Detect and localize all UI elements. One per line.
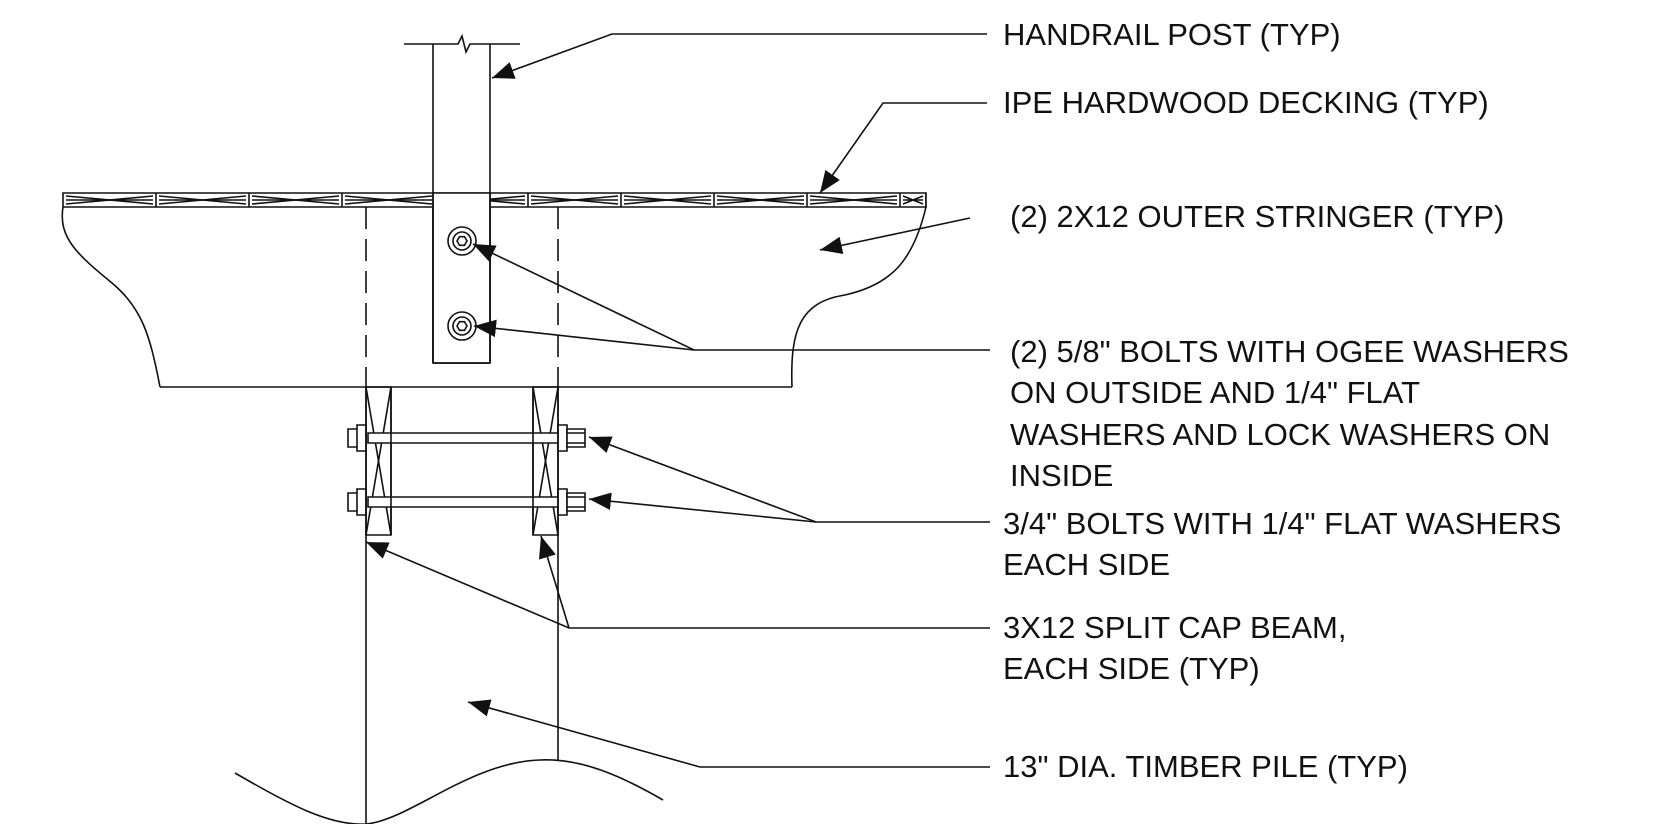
timber-pile [235,535,663,824]
outer-stringer [62,207,926,387]
cap-beam-left [366,387,391,535]
callout-line: ON OUTSIDE AND 1/4" FLAT [1010,375,1420,410]
leader-lines [366,34,990,767]
callout-line: EACH SIDE [1003,547,1170,582]
callout-line: (2) 5/8" BOLTS WITH OGEE WASHERS [1010,334,1569,369]
cap-beam-right [533,387,558,535]
callout-timber-pile: 13" DIA. TIMBER PILE (TYP) [1003,749,1408,784]
callout-five-eighths-bolts: (2) 5/8" BOLTS WITH OGEE WASHERS ON OUTS… [1010,334,1569,493]
callout-line: (2) 2X12 OUTER STRINGER (TYP) [1010,199,1504,234]
callout-handrail-post: HANDRAIL POST (TYP) [1003,17,1341,52]
callout-line: 3X12 SPLIT CAP BEAM, [1003,610,1346,645]
callout-line: EACH SIDE (TYP) [1003,651,1260,686]
callout-three-quarter-bolts: 3/4" BOLTS WITH 1/4" FLAT WASHERS EACH S… [1003,506,1561,582]
cap-beam-edges [366,387,558,535]
callout-line: HANDRAIL POST (TYP) [1003,17,1341,52]
handrail-post-front [433,193,490,363]
five-eighths-bolt-upper [448,227,476,255]
callout-line: 3/4" BOLTS WITH 1/4" FLAT WASHERS [1003,506,1561,541]
callout-line: INSIDE [1010,458,1113,493]
callout-stringer: (2) 2X12 OUTER STRINGER (TYP) [1010,199,1504,234]
three-quarter-bolt-lower [348,489,585,515]
callout-cap-beam: 3X12 SPLIT CAP BEAM, EACH SIDE (TYP) [1003,610,1346,686]
callout-line: 13" DIA. TIMBER PILE (TYP) [1003,749,1408,784]
callout-decking: IPE HARDWOOD DECKING (TYP) [1003,85,1489,120]
ipe-decking [63,193,926,207]
callout-line: IPE HARDWOOD DECKING (TYP) [1003,85,1489,120]
callout-line: WASHERS AND LOCK WASHERS ON [1010,417,1550,452]
